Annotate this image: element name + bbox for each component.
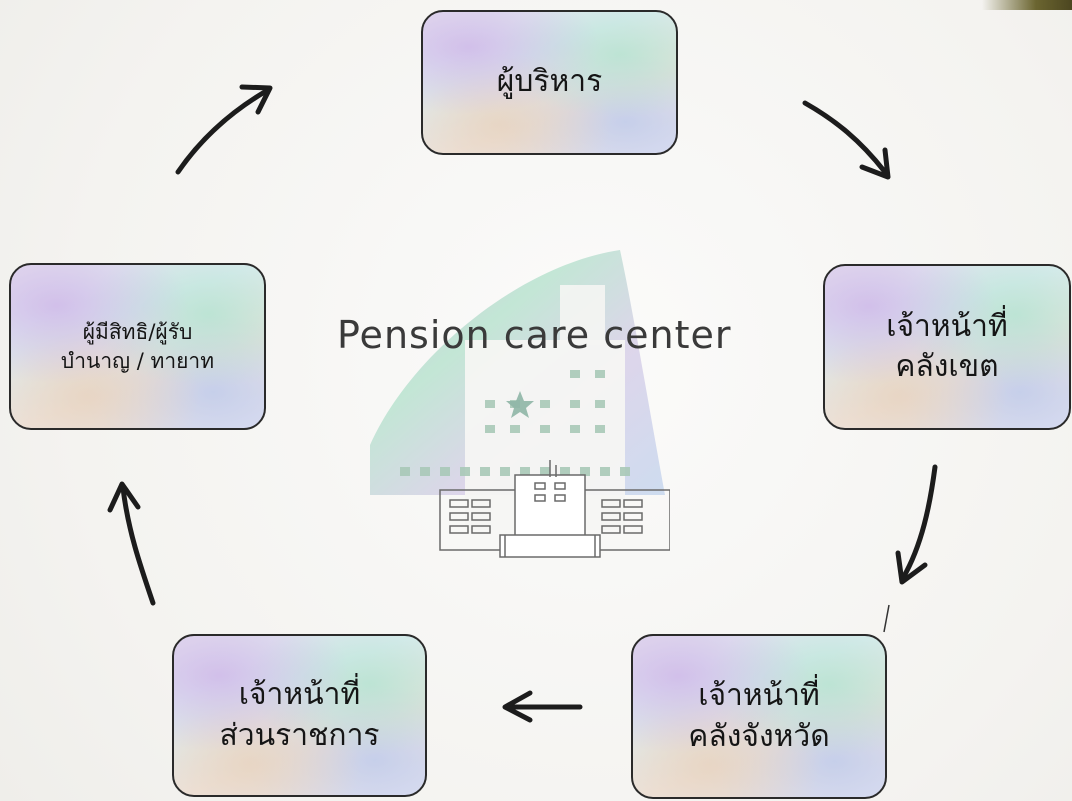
node-pension-line-1: ผู้มีสิทธิ/ผู้รับ	[82, 320, 193, 345]
node-province-treasury-officer: เจ้าหน้าที่ คลังจังหวัด	[631, 634, 887, 799]
node-region-line-2: คลังเขต	[895, 349, 999, 384]
scan-edge-strip	[982, 0, 1072, 10]
node-region-treasury-officer: เจ้าหน้าที่ คลังเขต	[823, 264, 1071, 430]
emblem-star	[506, 391, 534, 418]
node-province-line-1: เจ้าหน้าที่	[698, 678, 820, 713]
node-region-line-1: เจ้าหน้าที่	[886, 308, 1008, 344]
stray-mark	[883, 604, 890, 633]
node-province-line-2: คลังจังหวัด	[688, 718, 830, 754]
arrow-icon	[802, 100, 891, 180]
building-logo-icon	[370, 250, 670, 558]
node-admin: ผู้บริหาร	[421, 10, 678, 155]
node-admin-line-1: ผู้บริหาร	[496, 64, 603, 100]
node-agency-line-1: เจ้าหน้าที่	[238, 677, 361, 712]
node-pensioner-heir: ผู้มีสิทธิ/ผู้รับ บำนาญ / ทายาท	[9, 263, 266, 430]
node-agency-line-2: ส่วนราชการ	[219, 717, 380, 753]
front-building	[439, 460, 670, 558]
tower-top	[560, 285, 605, 345]
node-agency-officer: เจ้าหน้าที่ ส่วนราชการ	[172, 634, 427, 797]
tower-windows	[400, 370, 630, 476]
arrow-icon	[502, 690, 583, 723]
center-title: Pension care center	[337, 313, 732, 357]
node-pension-line-2: บำนาญ / ทายาท	[60, 348, 215, 373]
arrow-icon	[107, 481, 156, 606]
arrow-icon	[895, 464, 938, 585]
arrow-icon	[175, 84, 273, 175]
